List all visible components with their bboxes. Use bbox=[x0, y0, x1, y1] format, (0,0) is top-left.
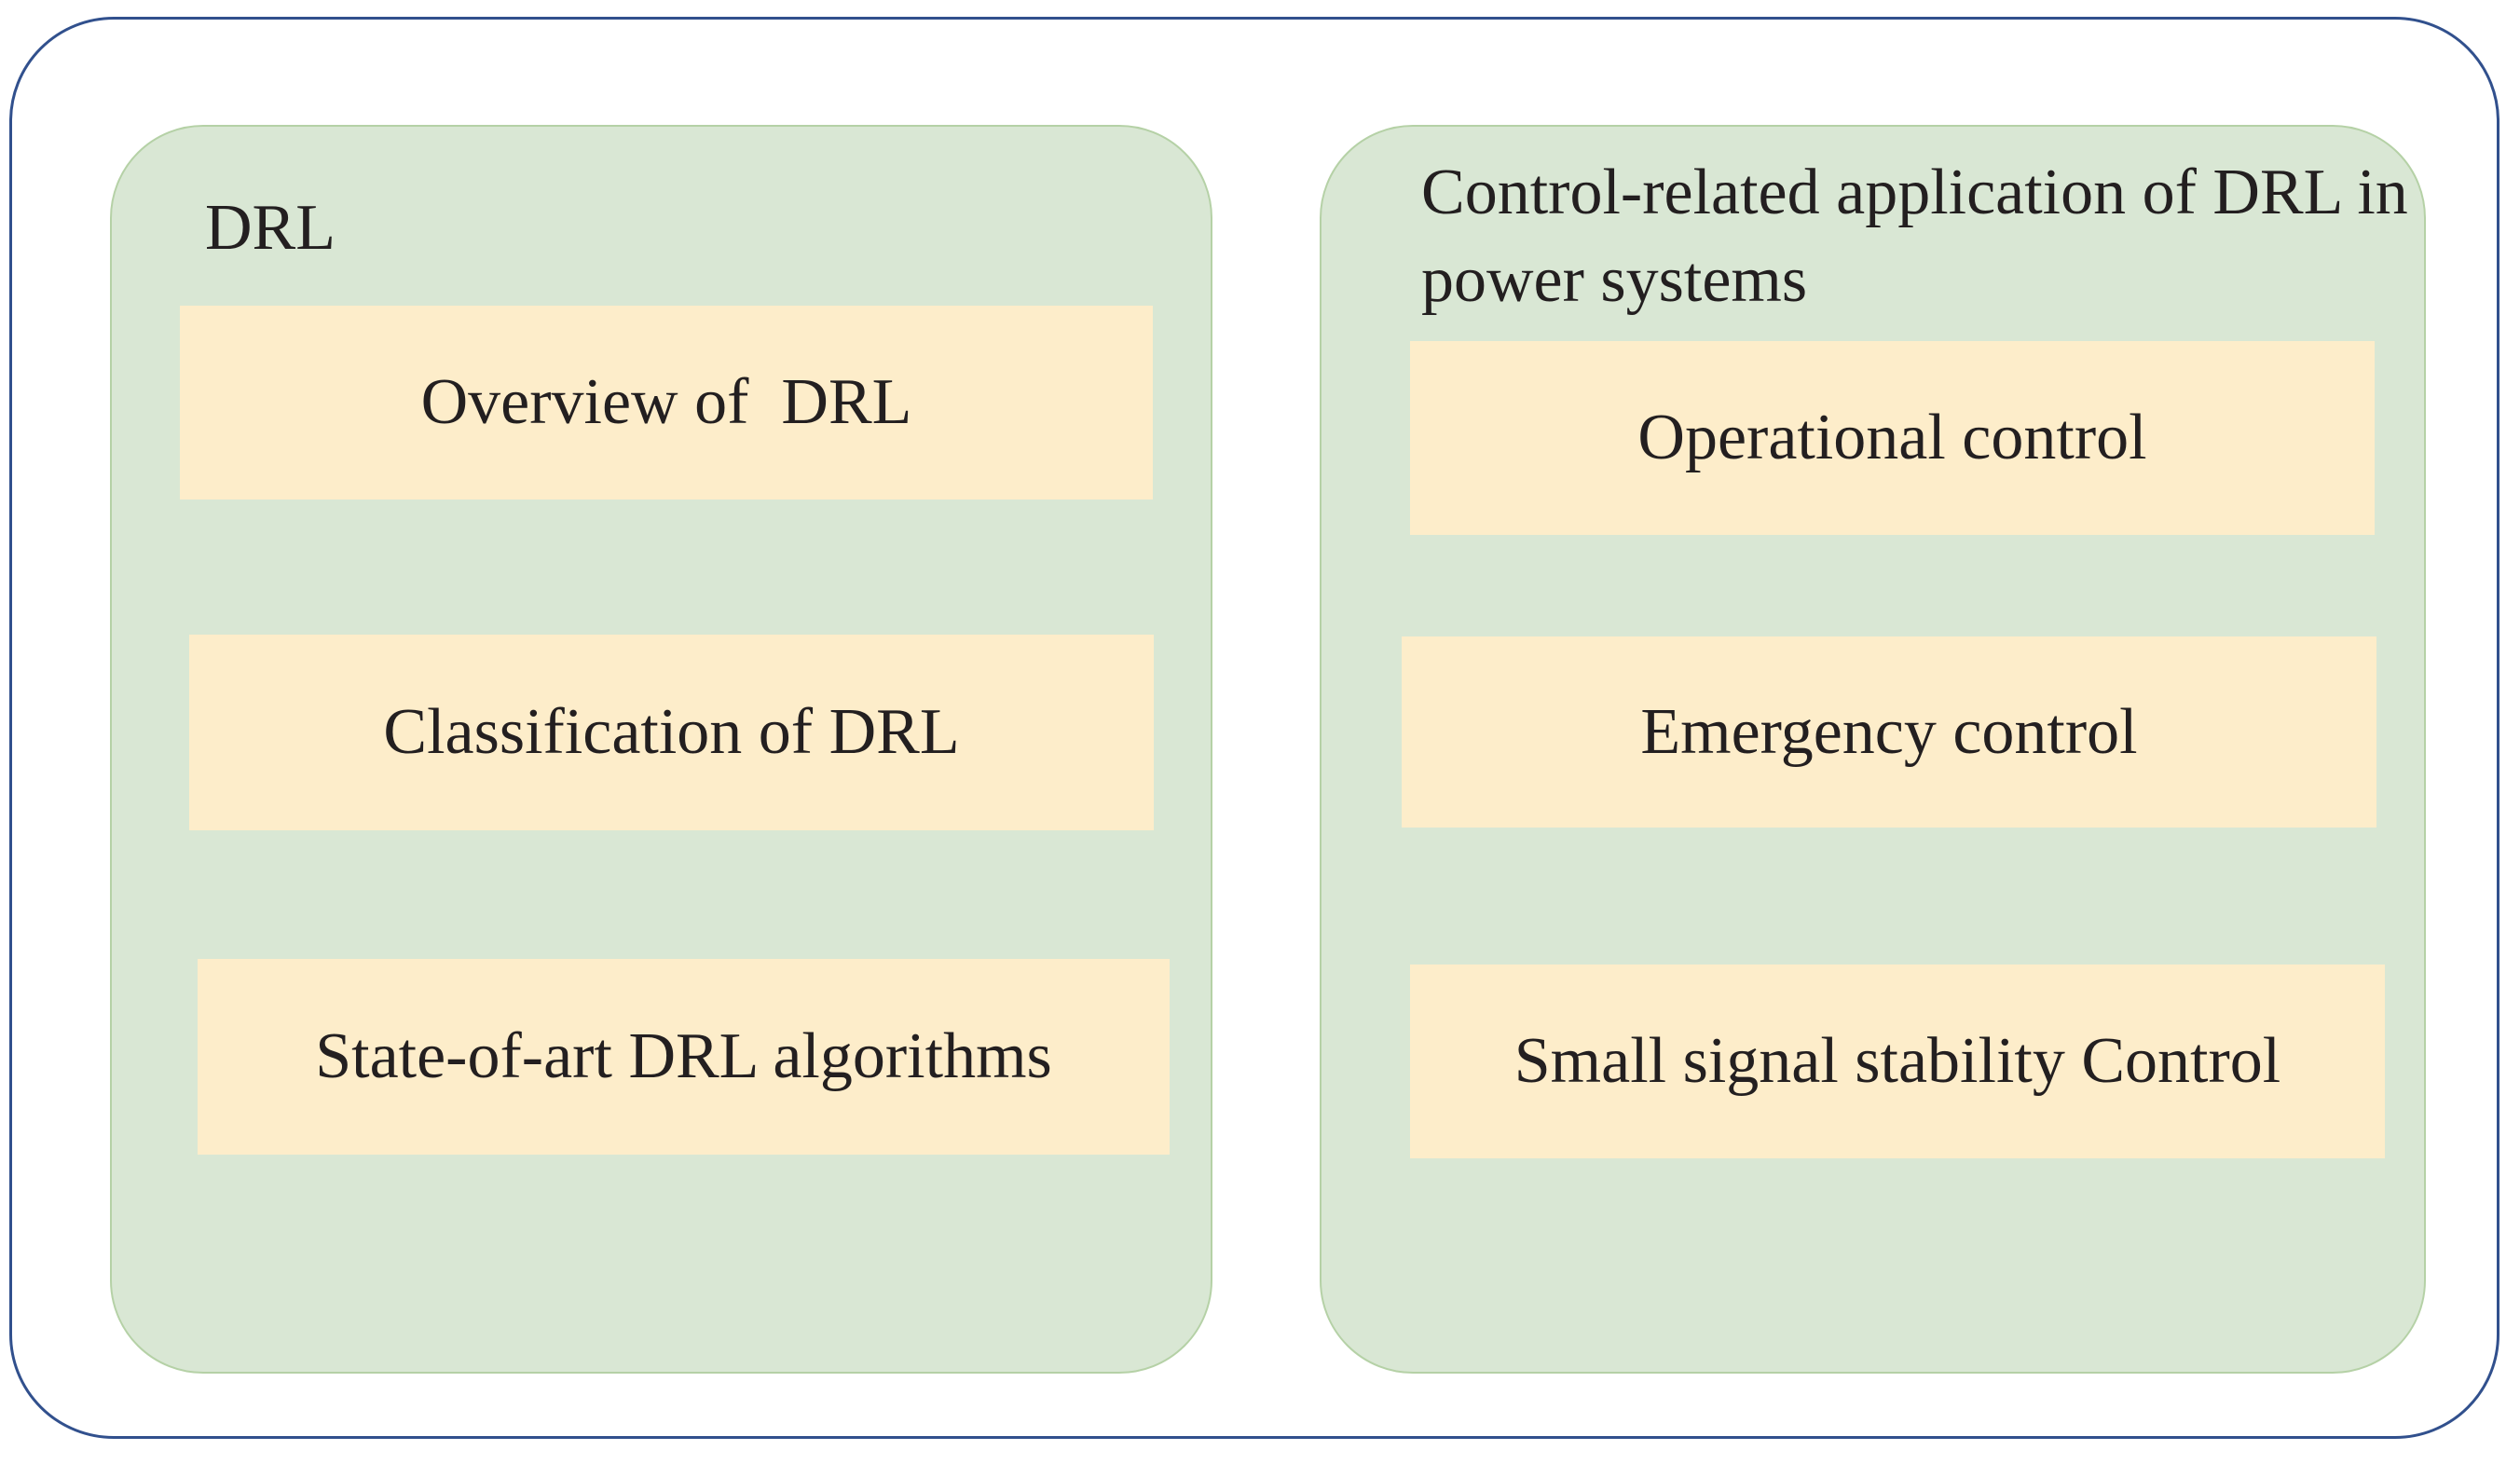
outer-frame: DRL Overview of DRL Classification of DR… bbox=[9, 17, 2499, 1439]
item-state-of-art-drl-algorithms: State-of-art DRL algorithms bbox=[198, 959, 1170, 1155]
item-emergency-control: Emergency control bbox=[1402, 636, 2376, 828]
item-operational-control: Operational control bbox=[1410, 341, 2375, 535]
panel-applications: Control-related application of DRL in po… bbox=[1320, 125, 2426, 1374]
panel-drl-title: DRL bbox=[205, 192, 336, 264]
item-small-signal-stability-control: Small signal stability Control bbox=[1410, 965, 2385, 1158]
item-classification-of-drl: Classification of DRL bbox=[189, 635, 1154, 830]
panel-applications-title: Control-related application of DRL in po… bbox=[1421, 157, 2425, 316]
item-overview-of-drl: Overview of DRL bbox=[180, 306, 1153, 499]
panel-drl: DRL Overview of DRL Classification of DR… bbox=[110, 125, 1212, 1374]
